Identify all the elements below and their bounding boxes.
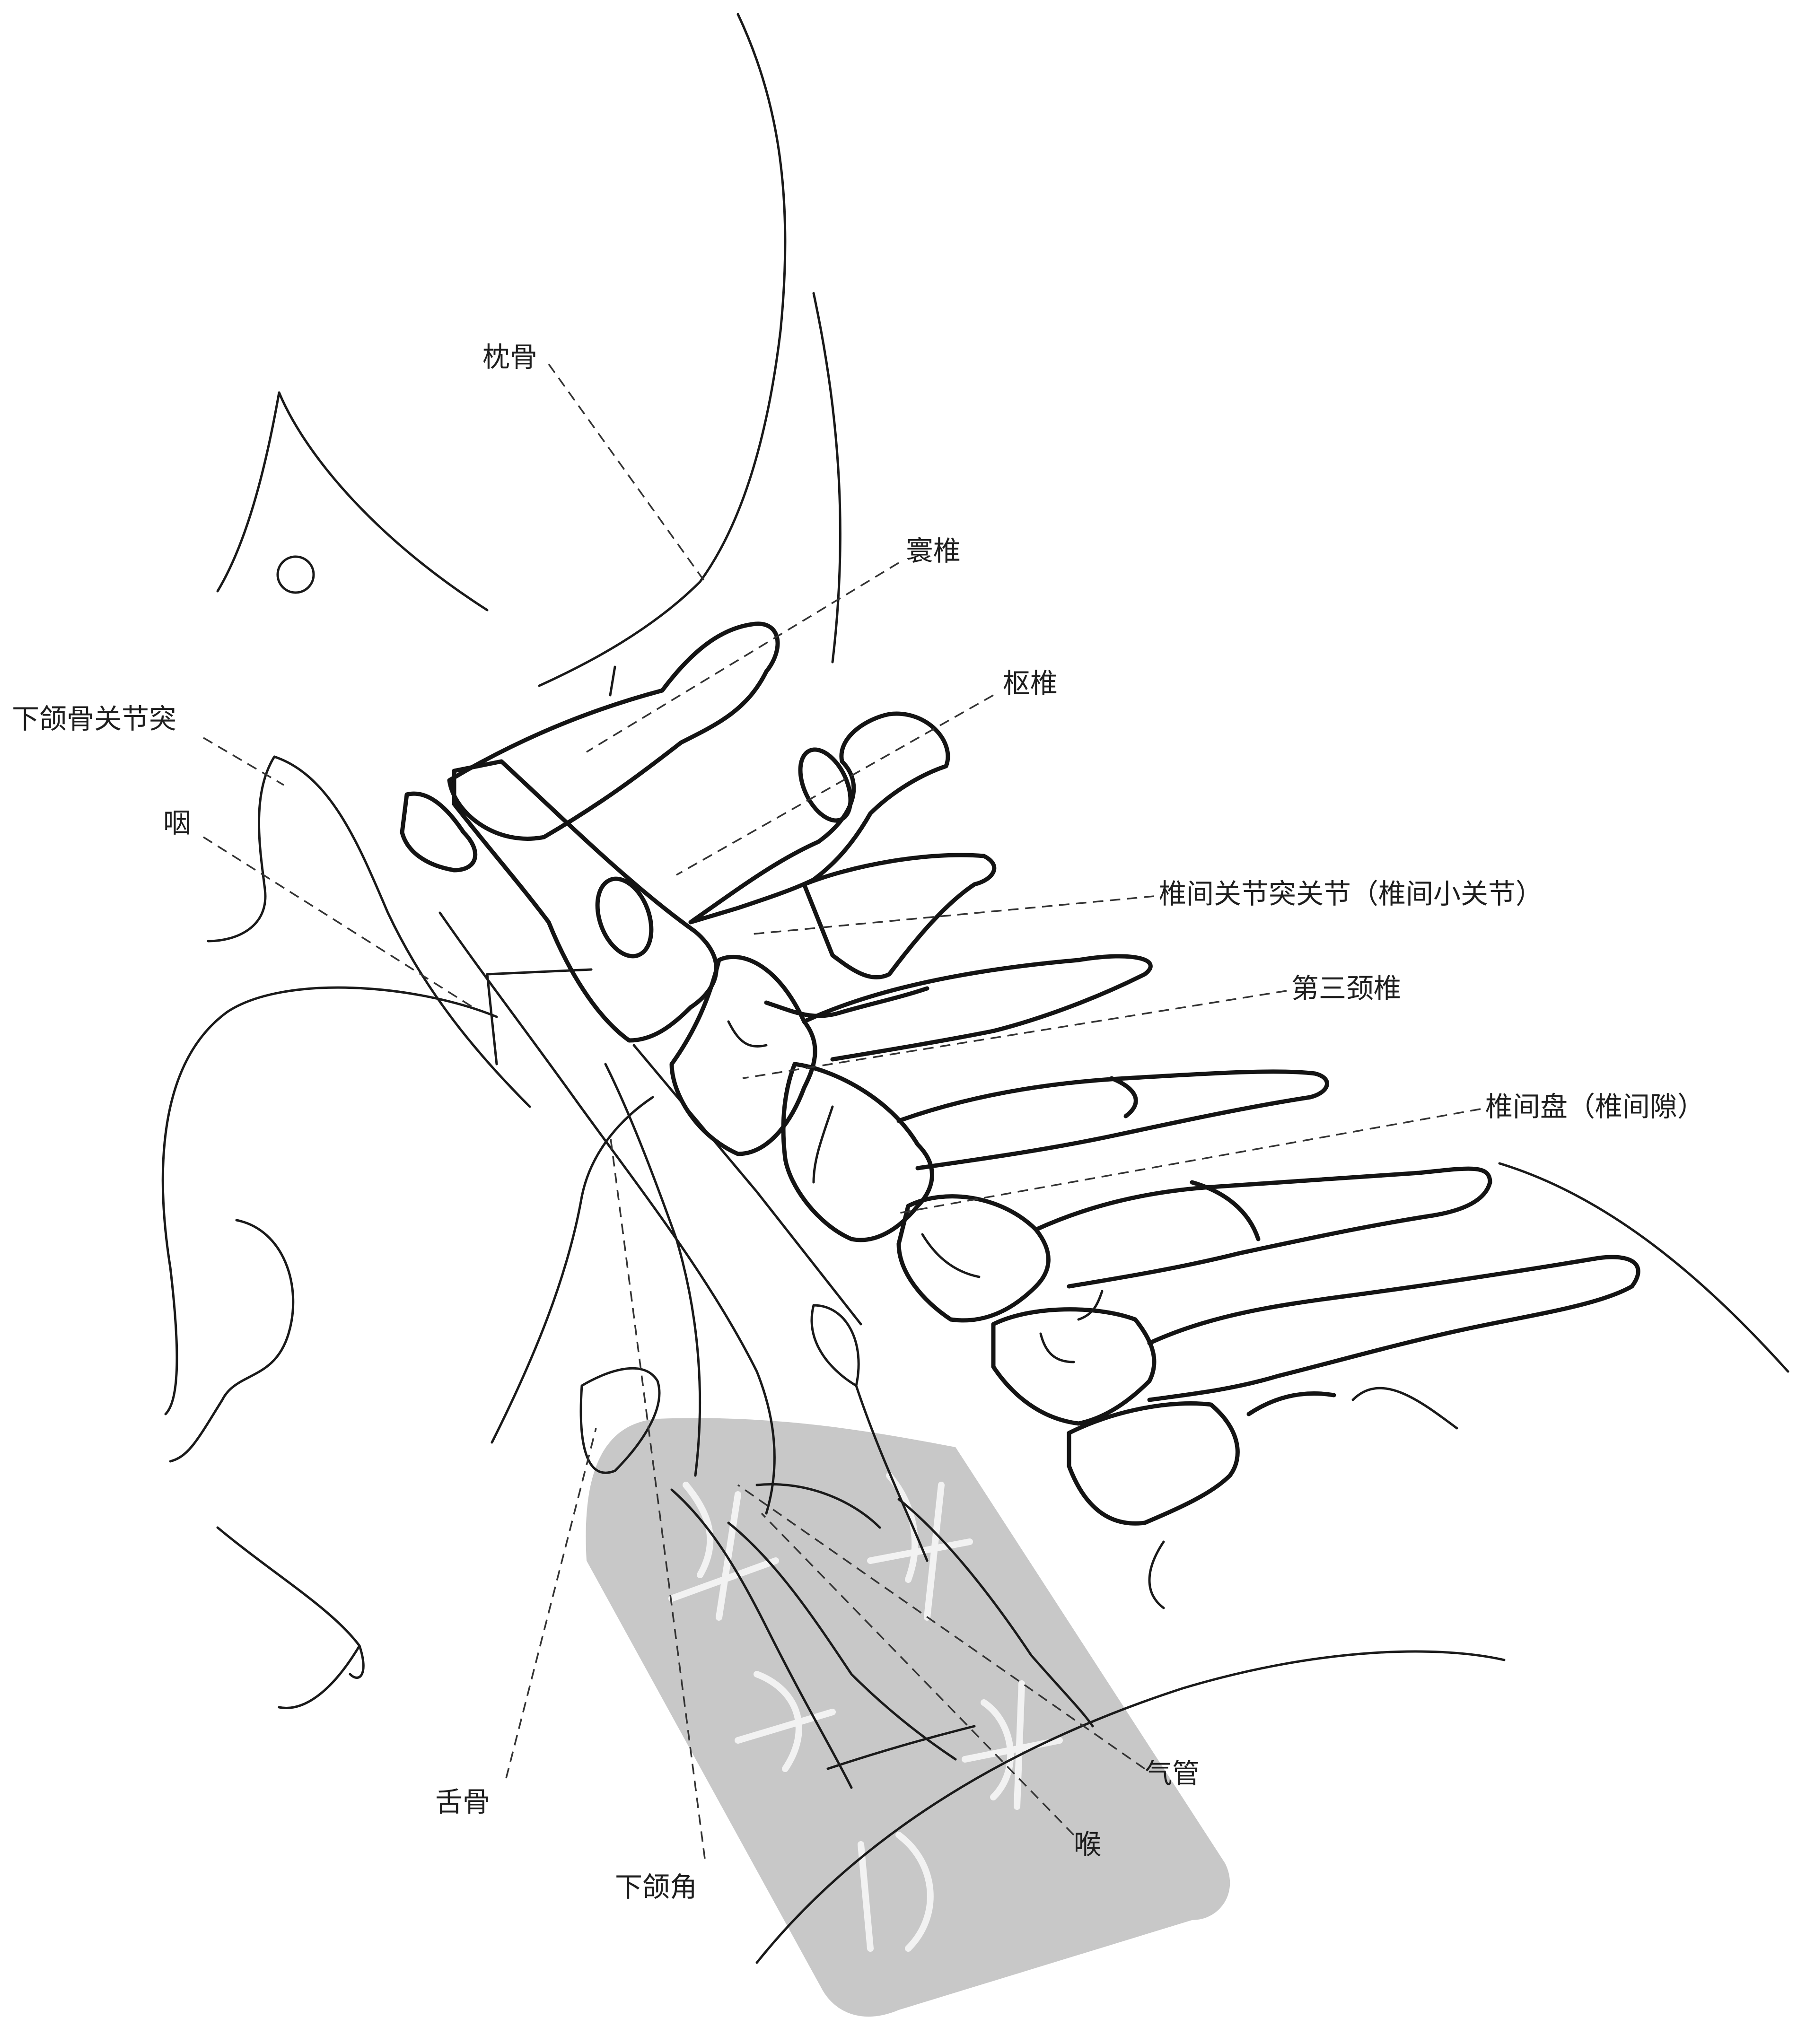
label-axis: 枢椎: [676, 667, 1058, 875]
svg-text:咽: 咽: [163, 807, 191, 839]
mandible-outline: [163, 757, 653, 1708]
svg-text:寰椎: 寰椎: [906, 535, 961, 567]
label-mandible-condyle: 下颌骨关节突: [12, 703, 284, 785]
svg-text:枢椎: 枢椎: [1003, 667, 1058, 699]
svg-text:椎间盘（椎间隙）: 椎间盘（椎间隙）: [1485, 1091, 1705, 1123]
label-facet-joint: 椎间关节突关节（椎间小关节）: [752, 878, 1543, 934]
svg-text:喉: 喉: [1074, 1828, 1101, 1861]
svg-text:下颌角: 下颌角: [615, 1871, 697, 1903]
svg-text:舌骨: 舌骨: [435, 1786, 490, 1818]
c5-vertebra: [899, 1169, 1490, 1320]
svg-text:第三颈椎: 第三颈椎: [1291, 972, 1401, 1005]
svg-text:椎间关节突关节（椎间小关节）: 椎间关节突关节（椎间小关节）: [1159, 878, 1543, 910]
c3-vertebra: [672, 956, 1150, 1154]
svg-text:气管: 气管: [1145, 1757, 1200, 1790]
label-hyoid: 舌骨: [435, 1428, 596, 1818]
svg-text:枕骨: 枕骨: [482, 341, 537, 373]
label-pharynx: 咽: [163, 807, 473, 1007]
label-c3: 第三颈椎: [743, 972, 1401, 1078]
label-occipital: 枕骨: [482, 341, 705, 582]
svg-text:下颌骨关节突: 下颌骨关节突: [12, 703, 176, 735]
label-atlas: 寰椎: [587, 535, 961, 752]
